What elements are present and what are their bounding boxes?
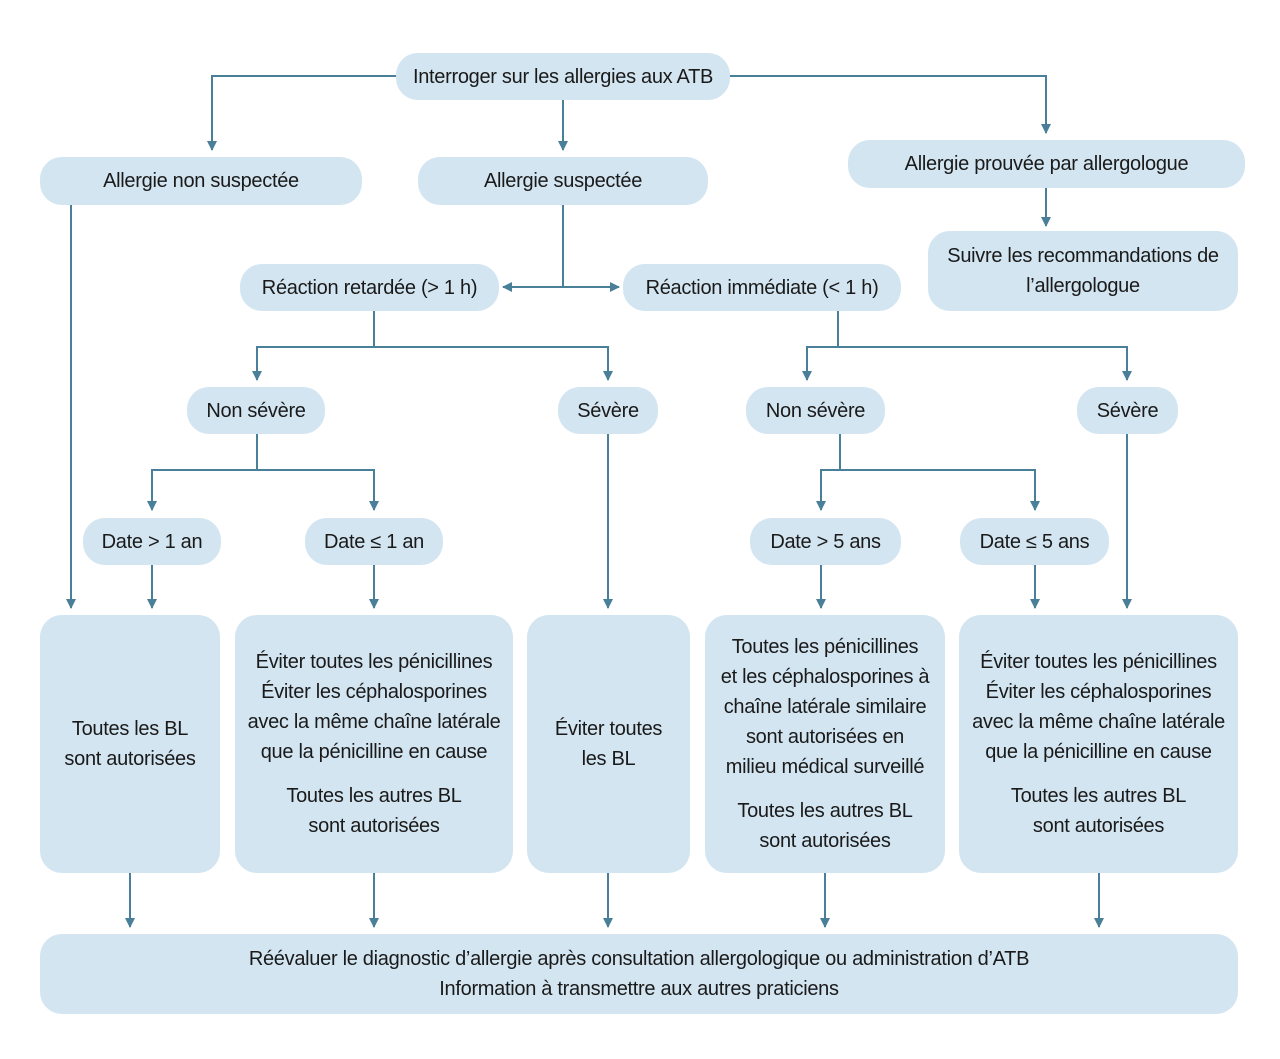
node-severe-retardee-label: Sévère (577, 399, 639, 422)
node-allergie-non-suspectee-label: Allergie non suspectée (103, 170, 299, 192)
connector-nsl-le1 (257, 469, 379, 511)
node-allergie-suspectee: Allergie suspectée (418, 157, 708, 205)
outcome4-line-6: Toutes les autres BL (737, 800, 913, 822)
node-severe-immediate-label: Sévère (1096, 399, 1159, 422)
final-line-1: Réévaluer le diagnostic d’allergie après… (248, 948, 1030, 970)
outcome-eviter-penicillines-retardee: Éviter toutes les pénicillines Éviter le… (235, 615, 513, 873)
node-interroger: Interroger sur les allergies aux ATB (396, 53, 730, 100)
outcome5-line-3: avec la même chaîne latérale (972, 711, 1225, 733)
outcome2-line-3: avec la même chaîne latérale (247, 711, 501, 733)
outcome4-line-2: et les céphalosporines à (720, 666, 930, 688)
node-date-le-1-an-label: Date ≤ 1 an (324, 530, 424, 553)
outcome2-line-1: Éviter toutes les pénicillines (255, 651, 493, 673)
connector-immediate-severe (838, 346, 1132, 381)
outcome5-line-5: Toutes les autres BL (1010, 785, 1187, 807)
node-reaction-immediate: Réaction immédiate (< 1 h) (623, 264, 901, 311)
node-suivre-recommandations: Suivre les recommandations de l’allergol… (928, 231, 1238, 311)
outcome-toutes-bl-autorisees: Toutes les BL sont autorisées (40, 615, 220, 873)
connector-nsr-le5 (840, 469, 1040, 511)
connector-immediate-split (802, 310, 839, 381)
node-non-severe-retardee: Non sévère (187, 387, 325, 434)
node-non-severe-immediate: Non sévère (746, 387, 885, 434)
outcome2-line-2: Éviter les céphalosporines (261, 681, 487, 703)
node-interroger-label: Interroger sur les allergies aux ATB (412, 65, 714, 88)
node-reaction-retardee: Réaction retardée (> 1 h) (240, 264, 499, 311)
outcome3-line-2: les BL (581, 748, 636, 770)
connector-retardee-split (252, 310, 375, 381)
node-suivre-line-2: l’allergologue (1026, 275, 1140, 297)
node-date-gt-1-an-label: Date > 1 an (101, 530, 203, 553)
node-date-le-1-an: Date ≤ 1 an (305, 518, 443, 565)
node-suivre-line-1: Suivre les recommandations de (947, 245, 1219, 267)
outcome2-line-4: que la pénicilline en cause (260, 741, 488, 763)
node-severe-immediate: Sévère (1077, 387, 1178, 434)
node-reevaluer-diagnostic: Réévaluer le diagnostic d’allergie après… (40, 934, 1238, 1014)
outcome4-line-1: Toutes les pénicillines (731, 636, 919, 658)
connector-nsl-split (147, 434, 258, 511)
outcome4-line-3: chaîne latérale similaire (723, 696, 927, 718)
connector-root-right (730, 75, 1051, 134)
node-allergie-suspectee-label: Allergie suspectée (483, 170, 643, 192)
node-date-le-5-ans-label: Date ≤ 5 ans (979, 530, 1090, 553)
node-non-severe-retardee-label: Non sévère (206, 399, 306, 422)
outcome4-line-5: milieu médical surveillé (725, 756, 925, 778)
outcome-eviter-toutes-bl: Éviter toutes les BL (527, 615, 690, 873)
outcome5-line-6: sont autorisées (1032, 815, 1165, 837)
connector-retardee-severe (374, 346, 613, 381)
outcome-penicillines-autorisees-surveille: Toutes les pénicillines et les céphalosp… (705, 615, 945, 873)
connector-root-left (207, 75, 396, 151)
outcome4-line-7: sont autorisées (759, 830, 891, 852)
node-non-severe-immediate-label: Non sévère (765, 399, 866, 422)
connector-nsr-split (816, 434, 841, 511)
node-allergie-prouvee-label: Allergie prouvée par allergologue (904, 153, 1189, 175)
node-date-gt-1-an: Date > 1 an (83, 518, 221, 565)
outcome4-line-4: sont autorisées en (745, 726, 905, 748)
node-allergie-non-suspectee: Allergie non suspectée (40, 157, 362, 205)
outcome5-line-1: Éviter toutes les pénicillines (980, 651, 1217, 673)
node-date-gt-5-ans-label: Date > 5 ans (770, 530, 881, 553)
node-severe-retardee: Sévère (558, 387, 658, 434)
outcome1-line-1: Toutes les BL (71, 718, 189, 740)
outcome2-line-6: sont autorisées (308, 815, 440, 837)
outcome-eviter-penicillines-immediate: Éviter toutes les pénicillines Éviter le… (959, 615, 1238, 873)
outcome5-line-2: Éviter les céphalosporines (985, 681, 1212, 703)
node-date-gt-5-ans: Date > 5 ans (750, 518, 901, 565)
final-line-2: Information à transmettre aux autres pra… (439, 978, 839, 1000)
outcome5-line-4: que la pénicilline en cause (985, 741, 1212, 763)
outcome3-line-1: Éviter toutes (554, 718, 663, 740)
node-allergie-prouvee: Allergie prouvée par allergologue (848, 140, 1245, 188)
outcome2-line-5: Toutes les autres BL (286, 785, 462, 807)
outcome1-line-2: sont autorisées (64, 748, 196, 770)
node-date-le-5-ans: Date ≤ 5 ans (960, 518, 1109, 565)
node-reaction-retardee-label: Réaction retardée (> 1 h) (261, 276, 478, 299)
node-reaction-immediate-label: Réaction immédiate (< 1 h) (645, 276, 879, 299)
